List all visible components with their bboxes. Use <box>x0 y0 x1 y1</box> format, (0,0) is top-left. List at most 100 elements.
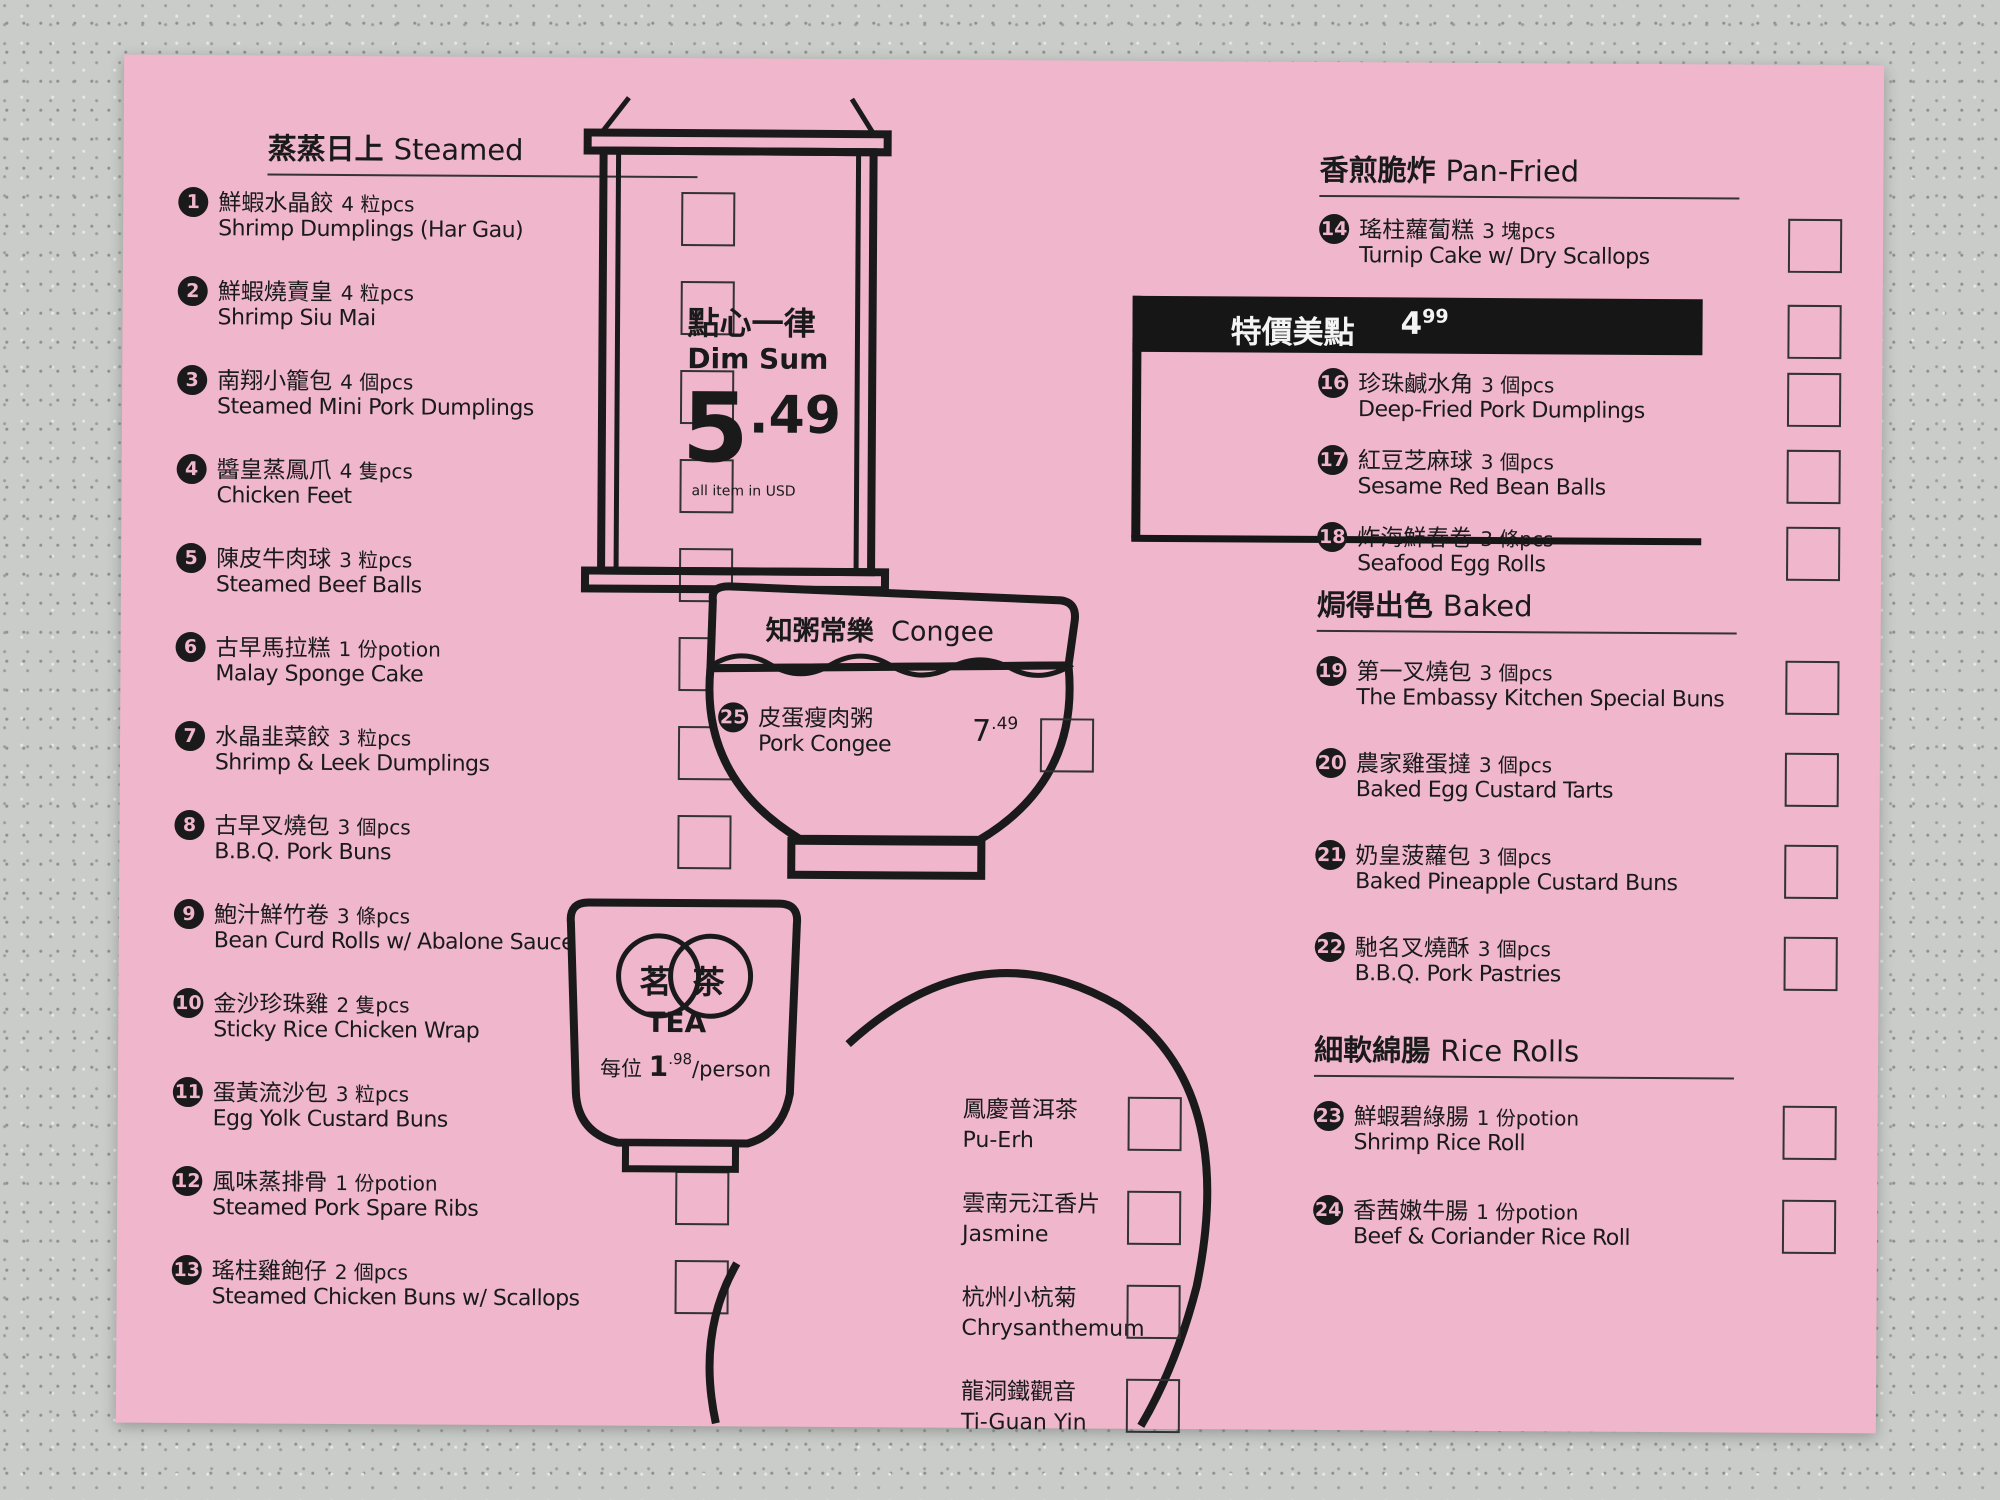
item-name-en: Malay Sponge Cake <box>215 661 424 688</box>
dimsum-title-zh: 點心一律 <box>687 304 816 343</box>
congee-bowl-illustration <box>705 582 1079 880</box>
menu-item-25: 25 皮蛋瘦肉粥 Pork Congee <box>718 698 938 769</box>
special-price-main: 4 <box>1400 305 1423 342</box>
item-name-en: The Embassy Kitchen Special Buns <box>1356 685 1725 713</box>
item-name-zh: 金沙珍珠雞 <box>213 991 329 1018</box>
dimsum-price-dec: .49 <box>748 385 842 447</box>
item-quantity: 3 個pcs <box>1481 372 1555 398</box>
congee-price: 7.49 <box>972 714 1018 749</box>
item-quantity: 1 份potion <box>1476 1105 1580 1131</box>
steamed-title-en: Steamed <box>393 132 524 168</box>
item-number-badge: 25 <box>718 702 749 733</box>
order-checkbox-16[interactable] <box>1786 372 1842 428</box>
special-price-dec: 99 <box>1422 305 1449 328</box>
tea-checkbox[interactable] <box>1125 1378 1181 1434</box>
item-name-zh: 風味蒸排骨 <box>212 1169 328 1196</box>
item-quantity: 3 粒pcs <box>339 547 413 573</box>
dimsum-price: 5.49 <box>682 372 842 484</box>
item-quantity: 2 個pcs <box>334 1259 409 1285</box>
tea-name-zh: 雲南元江香片 <box>962 1190 1101 1218</box>
item-number-badge: 5 <box>176 542 207 574</box>
item-quantity: 3 條pcs <box>1480 526 1554 552</box>
item-name-zh: 南翔小籠包 <box>217 368 333 395</box>
item-quantity: 4 隻pcs <box>339 458 413 484</box>
dimsum-price-main: 5 <box>681 372 750 485</box>
order-checkbox-17[interactable] <box>1786 449 1841 505</box>
order-checkbox-21[interactable] <box>1784 844 1839 900</box>
tea-name-en: Chrysanthemum <box>961 1315 1145 1342</box>
tea-checkbox[interactable] <box>1127 1096 1182 1152</box>
item-quantity: 3 個pcs <box>1479 660 1553 686</box>
item-quantity: 3 個pcs <box>337 814 411 840</box>
order-checkbox-22[interactable] <box>1783 936 1838 992</box>
tea-price-zh: 每位 <box>599 1056 643 1081</box>
order-checkbox-18[interactable] <box>1786 526 1841 582</box>
tea-name-zh: 鳳慶普洱茶 <box>962 1096 1078 1124</box>
item-quantity: 1 份potion <box>1476 1199 1579 1225</box>
special-price: 499 <box>1400 305 1448 342</box>
item-name-zh: 醬皇蒸鳳爪 <box>216 457 332 484</box>
order-checkbox-23[interactable] <box>1782 1105 1837 1161</box>
item-name-en: Steamed Pork Spare Ribs <box>212 1195 479 1222</box>
tea-name-zh: 杭州小杭菊 <box>961 1284 1077 1312</box>
tea-checkbox[interactable] <box>1126 1284 1181 1340</box>
item-name-en: Steamed Chicken Buns w/ Scallops <box>211 1284 580 1312</box>
item-name-en: Steamed Beef Balls <box>215 572 422 599</box>
item-quantity: 1 份potion <box>338 636 441 662</box>
item-number-badge: 7 <box>174 720 206 752</box>
dimsum-title-en: Dim Sum <box>687 342 829 376</box>
item-name-en: Baked Pineapple Custard Buns <box>1355 869 1678 897</box>
order-checkbox-15[interactable] <box>1787 304 1842 360</box>
item-quantity: 1 份potion <box>335 1170 438 1196</box>
item-name-zh: 香茜嫩牛腸 <box>1353 1198 1469 1225</box>
item-number-badge: 23 <box>1313 1100 1344 1132</box>
order-checkbox-24[interactable] <box>1781 1199 1837 1255</box>
ricerolls-title-en: Rice Rolls <box>1440 1033 1580 1069</box>
tea-checkbox[interactable] <box>1126 1190 1182 1246</box>
item-quantity: 3 個pcs <box>1477 936 1552 962</box>
item-name-zh: 鮮蝦碧綠腸 <box>1353 1104 1469 1131</box>
item-name-en: Shrimp Siu Mai <box>217 305 376 332</box>
item-name-en: Beef & Coriander Rice Roll <box>1352 1224 1631 1251</box>
special-price-banner: 特價美點 499 <box>1132 295 1703 356</box>
order-checkbox-19[interactable] <box>1785 660 1840 716</box>
item-name-zh: 第一叉燒包 <box>1356 659 1472 686</box>
item-name-en: Bean Curd Rolls w/ Abalone Sauce <box>213 928 575 956</box>
panfried-title-en: Pan-Fried <box>1445 153 1580 189</box>
item-name-en: Sticky Rice Chicken Wrap <box>213 1017 480 1044</box>
congee-title-zh: 知粥常樂 <box>765 615 874 648</box>
tea-char-1: 茗 <box>639 962 672 1001</box>
order-checkbox-20[interactable] <box>1784 752 1839 808</box>
item-name-en: Pork Congee <box>757 731 892 758</box>
item-number-badge: 16 <box>1318 367 1349 399</box>
item-quantity: 3 粒pcs <box>335 1081 410 1107</box>
order-checkbox-14[interactable] <box>1787 218 1843 274</box>
item-number-badge: 12 <box>172 1165 203 1197</box>
item-name-en: Steamed Mini Pork Dumplings <box>216 394 534 422</box>
order-checkbox-25[interactable] <box>1039 718 1095 773</box>
item-name-zh: 古早叉燒包 <box>214 813 330 840</box>
